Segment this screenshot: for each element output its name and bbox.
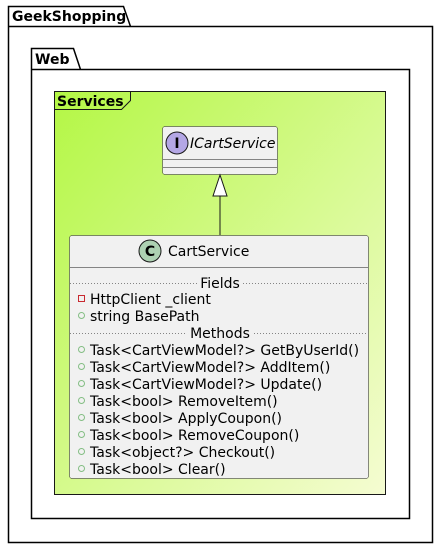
method-text: Task<CartViewModel?> AddItem() bbox=[89, 360, 330, 376]
method-row: Task<bool> ApplyCoupon() bbox=[78, 411, 282, 427]
frame-services-name: Services bbox=[57, 94, 124, 110]
public-visibility-icon bbox=[78, 346, 85, 353]
class-cartservice: C CartService Fields HttpClient _clients… bbox=[69, 235, 369, 479]
public-visibility-icon bbox=[78, 397, 85, 404]
public-visibility-icon bbox=[78, 465, 85, 472]
method-text: Task<bool> RemoveItem() bbox=[89, 394, 278, 410]
method-text: Task<object?> Checkout() bbox=[89, 445, 275, 461]
public-visibility-icon bbox=[78, 380, 85, 387]
methods-section-label: Methods bbox=[190, 326, 250, 342]
interface-icartservice: I ICartService bbox=[162, 126, 278, 175]
class-badge-icon bbox=[138, 239, 162, 263]
field-text: HttpClient _client bbox=[90, 292, 211, 308]
method-row: Task<bool> RemoveCoupon() bbox=[78, 428, 299, 444]
method-text: Task<CartViewModel?> GetByUserId() bbox=[89, 343, 359, 359]
class-cartservice-box bbox=[69, 235, 369, 479]
method-row: Task<object?> Checkout() bbox=[78, 445, 275, 461]
class-badge-letter: C bbox=[145, 244, 155, 260]
realization-arrow bbox=[212, 173, 228, 235]
package-geekshopping-tab bbox=[7, 5, 434, 544]
private-visibility-icon bbox=[78, 295, 85, 302]
interface-badge-icon bbox=[165, 131, 189, 155]
fields-section-label: Fields bbox=[200, 276, 240, 292]
method-text: Task<bool> RemoveCoupon() bbox=[89, 428, 299, 444]
method-text: Task<bool> ApplyCoupon() bbox=[89, 411, 282, 427]
field-row: string BasePath bbox=[78, 309, 199, 325]
class-name: CartService bbox=[168, 244, 249, 260]
method-list: Task<CartViewModel?> GetByUserId()Task<C… bbox=[78, 343, 359, 478]
public-visibility-icon bbox=[78, 363, 85, 370]
public-visibility-icon bbox=[78, 414, 85, 421]
method-row: Task<CartViewModel?> Update() bbox=[78, 377, 322, 393]
package-web-name: Web bbox=[35, 52, 69, 68]
field-row: HttpClient _client bbox=[78, 292, 211, 308]
public-visibility-icon bbox=[78, 431, 85, 438]
method-row: Task<bool> RemoveItem() bbox=[78, 394, 278, 410]
package-web: Web bbox=[30, 47, 411, 520]
interface-badge-letter: I bbox=[174, 136, 179, 152]
package-web-tab bbox=[30, 47, 411, 520]
method-row: Task<CartViewModel?> AddItem() bbox=[78, 360, 330, 376]
realization-triangle bbox=[212, 173, 228, 197]
package-geekshopping-name: GeekShopping bbox=[12, 9, 126, 25]
field-text: string BasePath bbox=[90, 309, 199, 325]
public-visibility-icon bbox=[78, 448, 85, 455]
method-row: Task<CartViewModel?> GetByUserId() bbox=[78, 343, 359, 359]
method-text: Task<bool> Clear() bbox=[89, 462, 226, 478]
method-text: Task<CartViewModel?> Update() bbox=[89, 377, 322, 393]
interface-name: ICartService bbox=[190, 136, 275, 152]
package-geekshopping: GeekShopping bbox=[7, 5, 434, 544]
method-row: Task<bool> Clear() bbox=[78, 462, 226, 478]
frame-services-label-box bbox=[54, 91, 131, 110]
public-visibility-icon bbox=[78, 312, 85, 319]
